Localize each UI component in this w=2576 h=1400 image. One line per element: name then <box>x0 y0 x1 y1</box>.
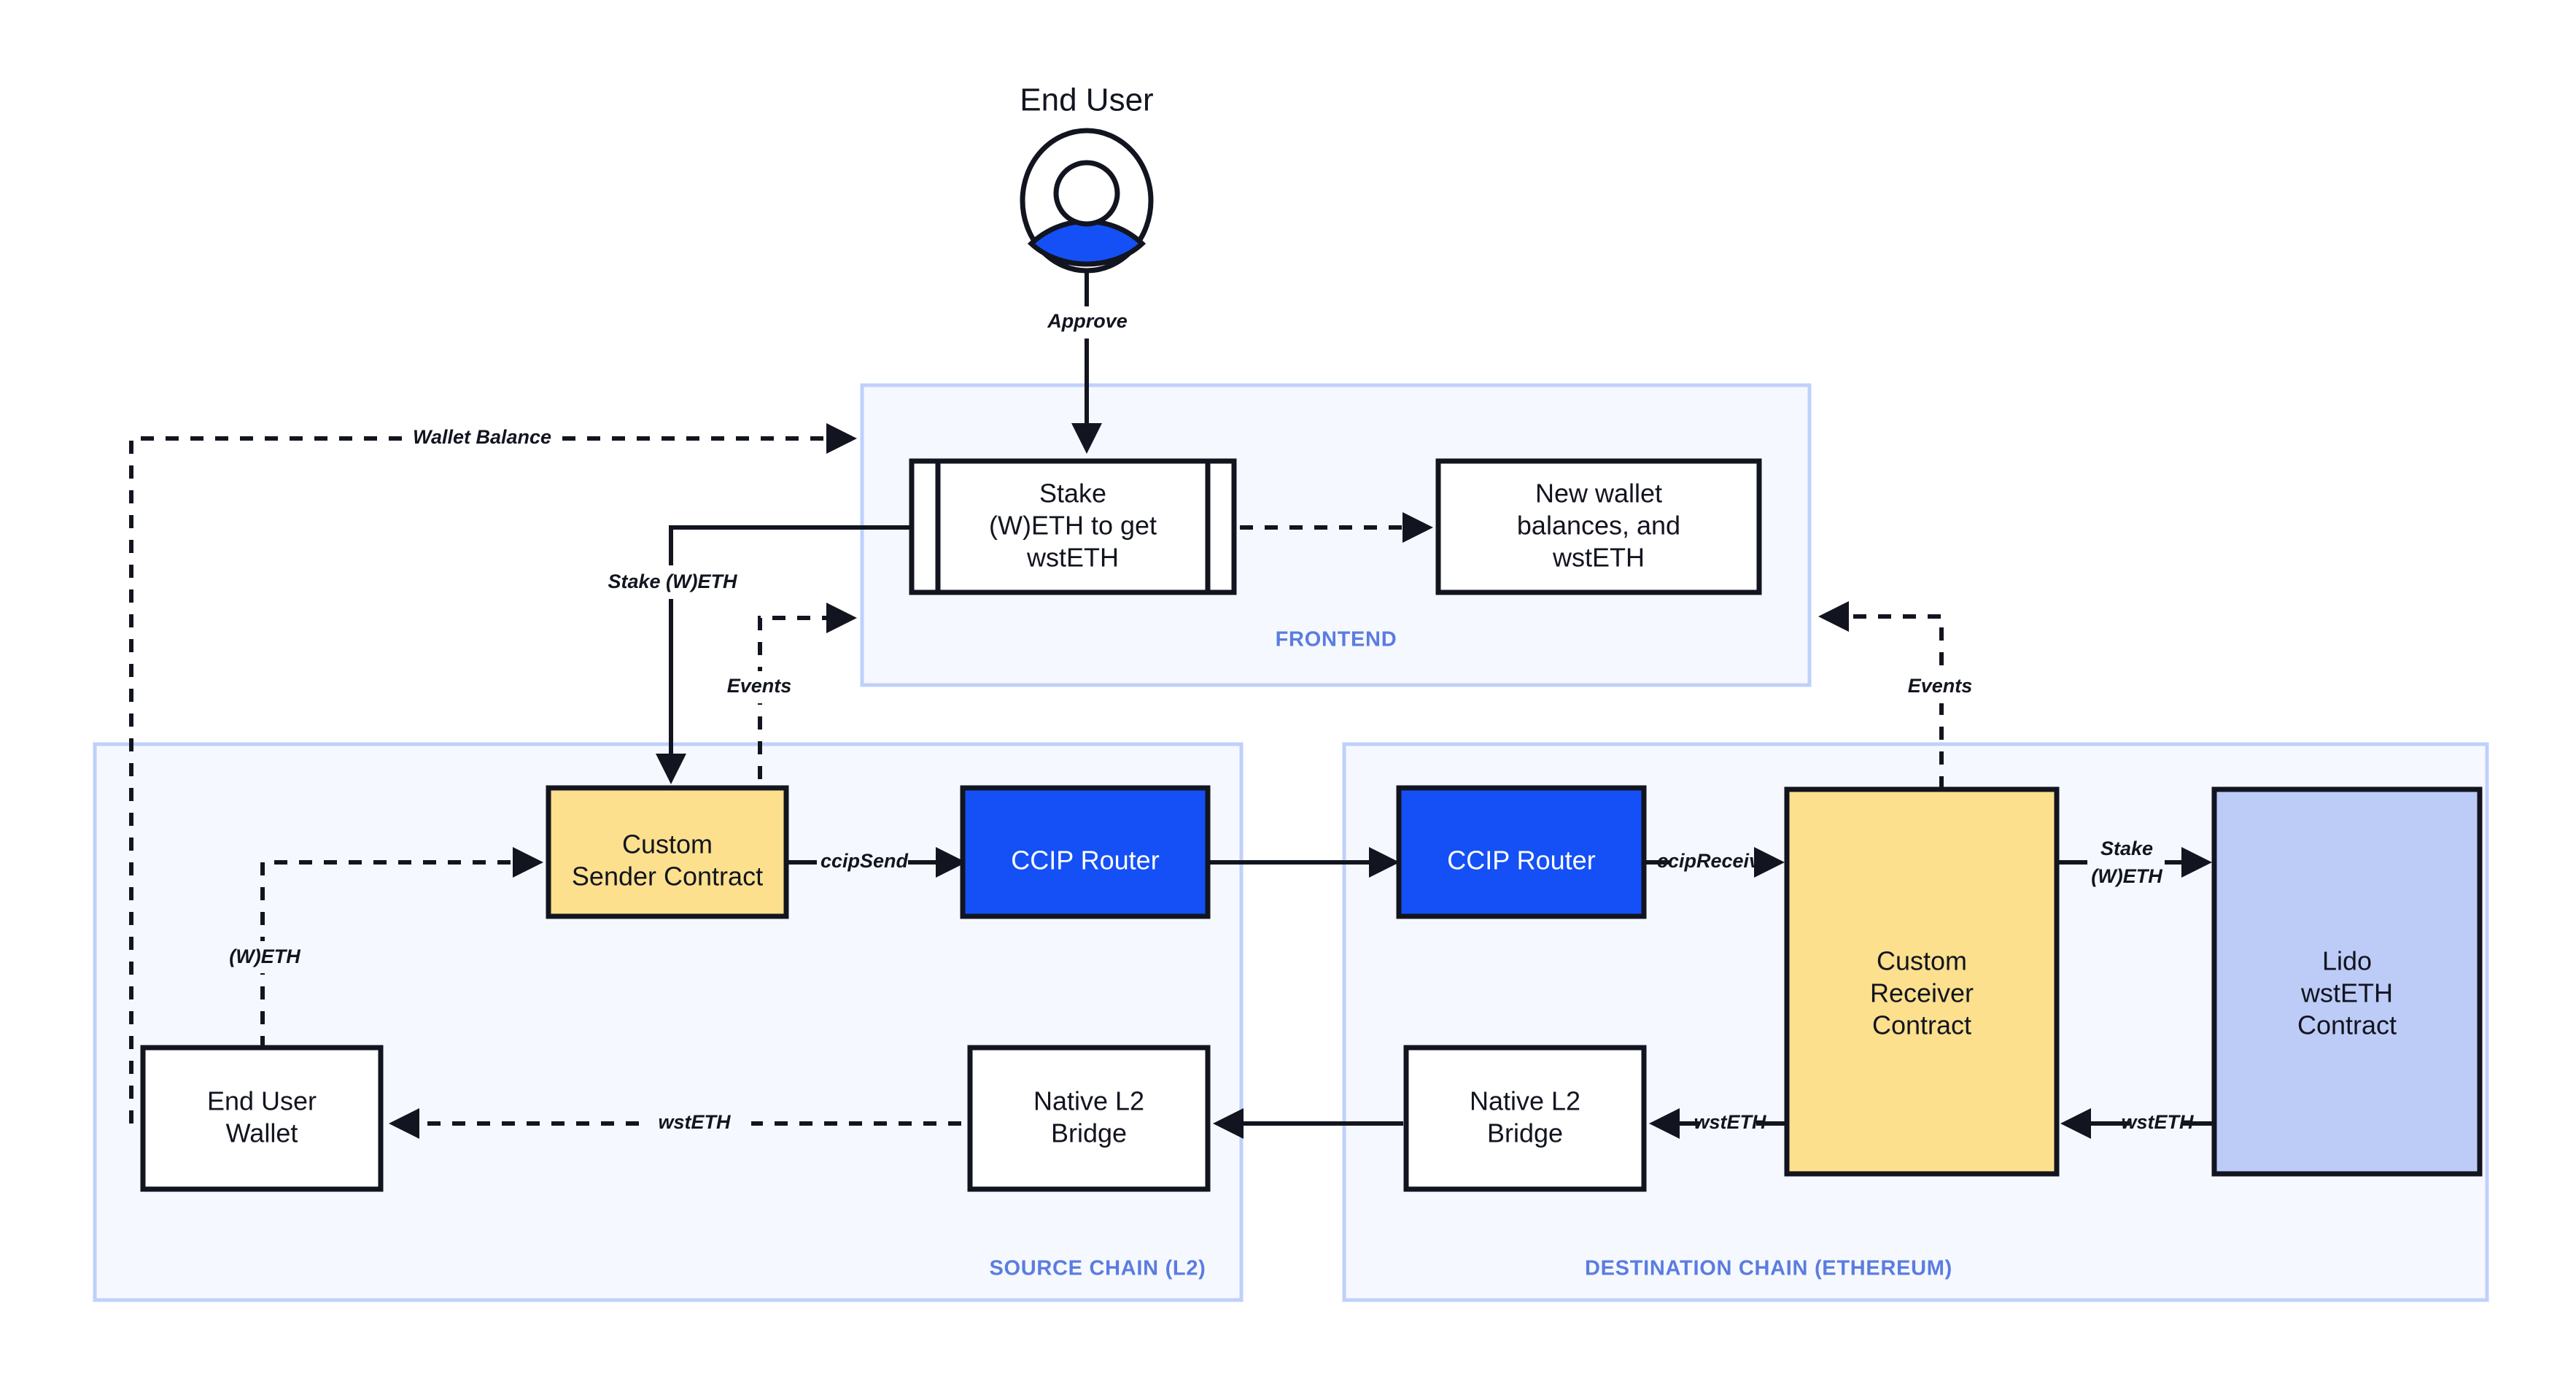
node-router-dest-label: CCIP Router <box>1447 846 1595 875</box>
node-sender-contract-label-line2: Sender Contract <box>572 862 763 892</box>
node-bridge-source-box <box>967 1045 1211 1192</box>
node-sender-contract[interactable]: Custom Sender Contract <box>546 785 789 919</box>
node-receiver-contract[interactable]: Custom Receiver Contract <box>1784 786 2060 1177</box>
node-router-source[interactable]: CCIP Router <box>960 785 1211 919</box>
edge-stake-weth-lido-label-line2: (W)ETH <box>2091 865 2162 887</box>
zone-destination-chain-label: DESTINATION CHAIN (ETHEREUM) <box>1585 1257 1952 1280</box>
node-stake-ui[interactable]: Stake (W)ETH to get wstETH <box>909 458 1237 595</box>
node-receiver-contract-label-line3: Contract <box>1872 1010 1971 1040</box>
node-new-balances-box <box>1435 458 1762 595</box>
node-new-balances-label-line2: balances, and <box>1517 511 1680 541</box>
edge-wsteth-lido-label: wstETH <box>2121 1111 2194 1133</box>
zone-source-chain-label: SOURCE CHAIN (L2) <box>989 1257 1206 1280</box>
edge-wallet-balance-label-bg <box>403 422 562 455</box>
node-receiver-contract-label-line2: Receiver <box>1870 978 1974 1008</box>
edge-stake-weth: Stake (W)ETH <box>598 525 912 784</box>
node-end-user-wallet-box <box>140 1045 384 1192</box>
node-stake-ui-label-line2: (W)ETH to get <box>989 511 1157 541</box>
edge-wsteth-lido: wstETH <box>2060 1108 2214 1139</box>
node-sender-contract-label-line1: Custom <box>622 829 713 859</box>
edge-ccip-send: ccipSend <box>786 847 966 878</box>
edge-stake-weth-lido-label-line1: Stake <box>2100 838 2153 859</box>
zone-frontend-label: FRONTEND <box>1276 628 1397 651</box>
edge-weth-line <box>260 847 543 1124</box>
node-bridge-dest[interactable]: Native L2 Bridge <box>1403 1045 1647 1192</box>
node-bridge-dest-box <box>1403 1045 1647 1192</box>
edge-wsteth-wallet-label-bg <box>642 1107 751 1140</box>
node-lido-contract-label-line1: Lido <box>2322 946 2372 976</box>
edge-stake-weth-lido: Stake (W)ETH <box>2057 838 2212 887</box>
edge-approve-label: Approve <box>1047 310 1128 332</box>
edge-events-source-label: Events <box>727 675 792 697</box>
edge-weth-label-bg <box>212 941 321 973</box>
node-lido-contract-box <box>2211 786 2483 1177</box>
edge-approve-label-bg <box>1020 306 1155 339</box>
edge-ccip-receive-label: ccipReceive <box>1657 850 1771 872</box>
node-bridge-dest-label-line1: Native L2 <box>1470 1086 1580 1116</box>
node-end-user-wallet-label-line1: End User <box>207 1086 317 1116</box>
node-receiver-contract-label-line1: Custom <box>1877 946 1967 976</box>
node-lido-contract-label-line3: Contract <box>2297 1010 2397 1040</box>
edge-wsteth-wallet: wstETH <box>389 1107 961 1140</box>
edge-stake-weth-line <box>656 525 912 784</box>
edge-wallet-balance-line <box>129 423 857 1124</box>
edge-events-source-label-bg <box>700 671 817 703</box>
node-new-balances-label-line1: New wallet <box>1535 479 1662 508</box>
node-lido-contract-label-line2: wstETH <box>2300 978 2393 1008</box>
edge-wsteth-bridge: wstETH <box>1649 1108 1787 1139</box>
edge-wsteth-wallet-label: wstETH <box>658 1111 731 1133</box>
actor-end-user-label: End User <box>1020 82 1153 118</box>
node-router-dest[interactable]: CCIP Router <box>1396 785 1647 919</box>
edge-weth: (W)ETH <box>212 847 543 1124</box>
node-bridge-source[interactable]: Native L2 Bridge <box>967 1045 1211 1192</box>
edge-ccip-receive: ccipReceive <box>1644 847 1785 878</box>
edge-events-source-line <box>758 603 857 779</box>
edge-events-dest: Events <box>1818 601 1998 789</box>
node-receiver-contract-box <box>1784 786 2060 1177</box>
node-router-dest-box <box>1396 785 1647 919</box>
node-end-user-wallet[interactable]: End User Wallet <box>140 1045 384 1192</box>
user-avatar-icon <box>1020 128 1154 274</box>
edge-wallet-balance-label: Wallet Balance <box>413 426 551 448</box>
node-bridge-source-label-line1: Native L2 <box>1033 1086 1144 1116</box>
edge-events-source: Events <box>700 603 857 779</box>
edge-approve: Approve <box>1020 270 1155 454</box>
node-stake-ui-label-line3: wstETH <box>1026 543 1119 573</box>
node-bridge-dest-label-line2: Bridge <box>1487 1118 1563 1148</box>
edge-weth-label: (W)ETH <box>229 945 300 967</box>
node-stake-ui-box <box>909 458 1237 595</box>
edge-ccip-send-label: ccipSend <box>820 850 909 872</box>
node-stake-ui-label-line1: Stake <box>1039 479 1106 508</box>
actor-end-user[interactable]: End User <box>1020 82 1154 274</box>
node-end-user-wallet-label-line2: Wallet <box>226 1118 298 1148</box>
edge-stake-weth-label: Stake (W)ETH <box>608 571 737 592</box>
edge-wallet-balance: Wallet Balance <box>129 422 857 1124</box>
edge-events-dest-label: Events <box>1908 675 1973 697</box>
node-lido-contract[interactable]: Lido wstETH Contract <box>2211 786 2483 1177</box>
node-bridge-source-label-line2: Bridge <box>1051 1118 1127 1148</box>
edge-events-dest-label-bg <box>1882 671 1998 703</box>
node-new-balances-label-line3: wstETH <box>1552 543 1645 573</box>
node-new-balances[interactable]: New wallet balances, and wstETH <box>1435 458 1762 595</box>
edge-events-dest-line <box>1818 601 1944 789</box>
node-router-source-box <box>960 785 1211 919</box>
node-sender-contract-box <box>546 785 789 919</box>
node-router-source-label: CCIP Router <box>1011 846 1159 875</box>
edge-stake-weth-label-bg <box>598 565 744 599</box>
edge-wsteth-bridge-label: wstETH <box>1694 1111 1766 1133</box>
